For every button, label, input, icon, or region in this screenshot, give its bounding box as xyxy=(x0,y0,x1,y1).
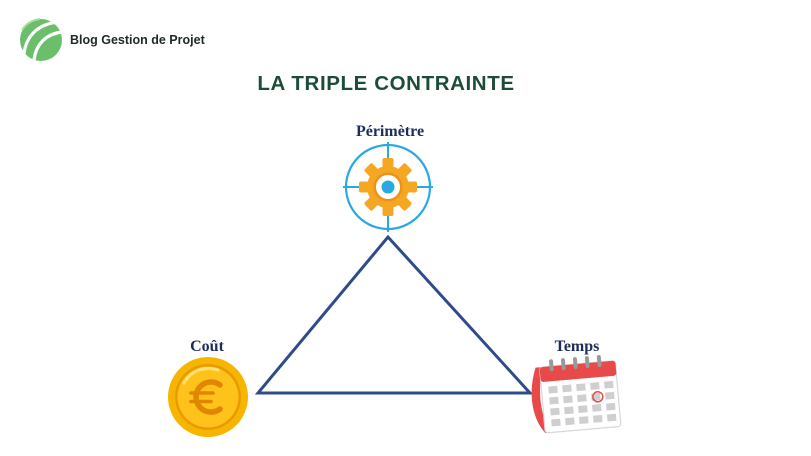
calendar-day xyxy=(578,405,588,414)
calendar-ring xyxy=(584,356,590,369)
calendar-day xyxy=(604,391,615,400)
calendar-ring xyxy=(572,357,578,370)
calendar-day xyxy=(549,396,559,405)
gear-target-icon xyxy=(343,142,433,232)
calendar-day xyxy=(551,418,561,427)
calendar-icon xyxy=(531,355,622,434)
logo-leaf-vein-1 xyxy=(22,20,59,55)
calendar-day-grid xyxy=(548,380,617,427)
node-label-temps: Temps xyxy=(555,338,600,355)
page-title: LA TRIPLE CONTRAINTE xyxy=(257,72,514,95)
calendar-day xyxy=(590,382,600,390)
calendar-day xyxy=(605,402,616,411)
calendar-day xyxy=(579,416,589,424)
brand-logo[interactable]: Blog Gestion de Projet xyxy=(20,18,206,61)
logo-leaf-vein-2 xyxy=(32,30,63,61)
calendar-page-curl xyxy=(531,366,552,434)
coin-highlight xyxy=(182,366,220,385)
calendar-day xyxy=(577,394,587,403)
brand-name: Blog Gestion de Projet xyxy=(70,33,206,47)
calendar-day xyxy=(606,413,617,422)
logo-circle xyxy=(20,19,62,61)
calendar-ring xyxy=(549,359,554,372)
calendar-day xyxy=(565,417,575,426)
calendar-day xyxy=(563,395,573,404)
leaf-logo-icon xyxy=(20,18,63,61)
calendar-day xyxy=(576,383,586,392)
calendar-header xyxy=(539,360,617,382)
calendar-day xyxy=(550,407,560,416)
node-label-perimetre: Périmètre xyxy=(356,123,424,140)
calendar-day xyxy=(604,380,614,389)
logo-leaf-highlight xyxy=(21,18,41,31)
calendar-day xyxy=(564,406,574,415)
calendar-marked-day xyxy=(592,391,604,403)
calendar-day xyxy=(562,384,572,393)
euro-coin-icon xyxy=(168,357,248,437)
euro-arc xyxy=(193,379,223,415)
gear-center-dot xyxy=(381,180,395,194)
calendar-day xyxy=(548,385,558,394)
gear-shape xyxy=(359,158,417,216)
constraint-triangle xyxy=(254,234,534,395)
calendar-ring xyxy=(596,355,602,368)
node-label-cout: Coût xyxy=(190,338,224,355)
calendar-day xyxy=(591,404,602,412)
calendar-ring xyxy=(560,358,566,371)
calendar-day xyxy=(592,414,603,423)
coin-face xyxy=(177,366,239,428)
